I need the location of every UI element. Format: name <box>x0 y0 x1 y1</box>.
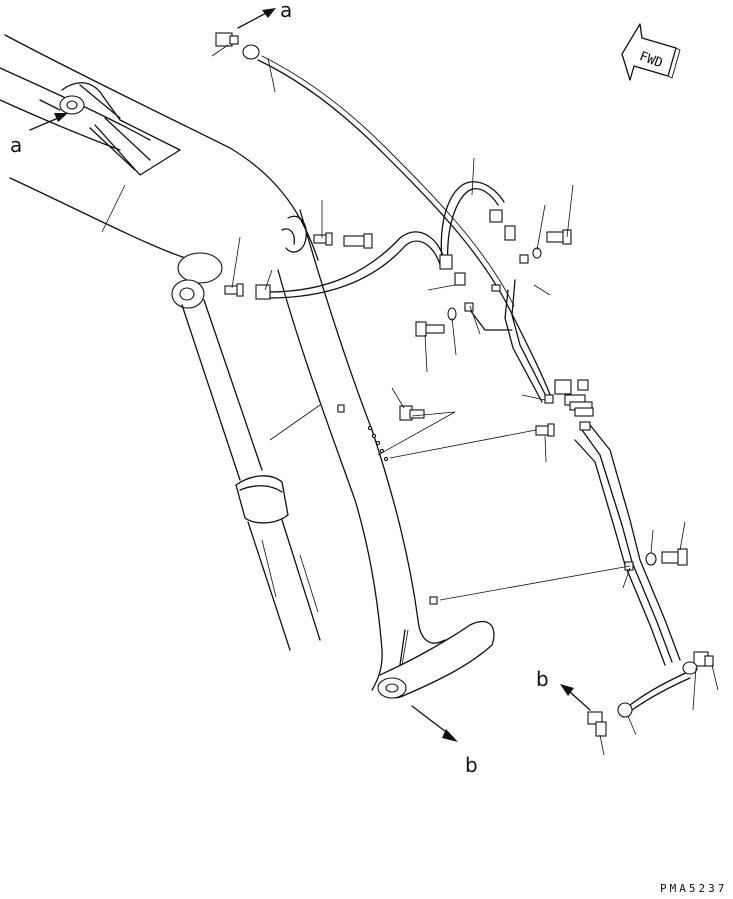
piping-hoses <box>257 55 691 711</box>
boom-structure <box>0 34 495 699</box>
drawing-code: PMA5237 <box>660 882 727 895</box>
label-a-left: a <box>10 133 22 157</box>
hose-end-left <box>255 284 271 300</box>
elbow-fitting-top <box>215 32 260 60</box>
reference-b-right: b <box>536 667 591 711</box>
tube-clamp-1 <box>489 209 529 264</box>
label-b-right: b <box>536 667 549 691</box>
reference-b-bottom: b <box>411 705 478 777</box>
elbow-fitting-lower <box>682 651 714 675</box>
tube-fitting-2 <box>439 254 501 312</box>
manifold-block <box>544 379 594 431</box>
elbow-fitting-mid <box>399 405 425 421</box>
fwd-direction-arrow: FWD <box>621 23 681 81</box>
label-b-bottom: b <box>465 753 478 777</box>
boom-cylinder <box>171 252 321 651</box>
grease-fitting-2 <box>343 233 373 249</box>
label-a-top: a <box>280 0 292 22</box>
grease-fitting-4 <box>535 423 555 437</box>
bolt-1 <box>415 321 445 337</box>
washer-3 <box>645 552 657 566</box>
bolt-3 <box>661 548 688 566</box>
grease-fitting-3 <box>224 283 244 297</box>
reference-a-top: a <box>237 0 292 29</box>
elbow-fitting-bottom <box>587 702 633 737</box>
leader-lines <box>101 44 719 756</box>
reference-a-left: a <box>10 113 68 157</box>
fittings <box>215 32 714 737</box>
grease-fitting-1 <box>313 232 333 246</box>
